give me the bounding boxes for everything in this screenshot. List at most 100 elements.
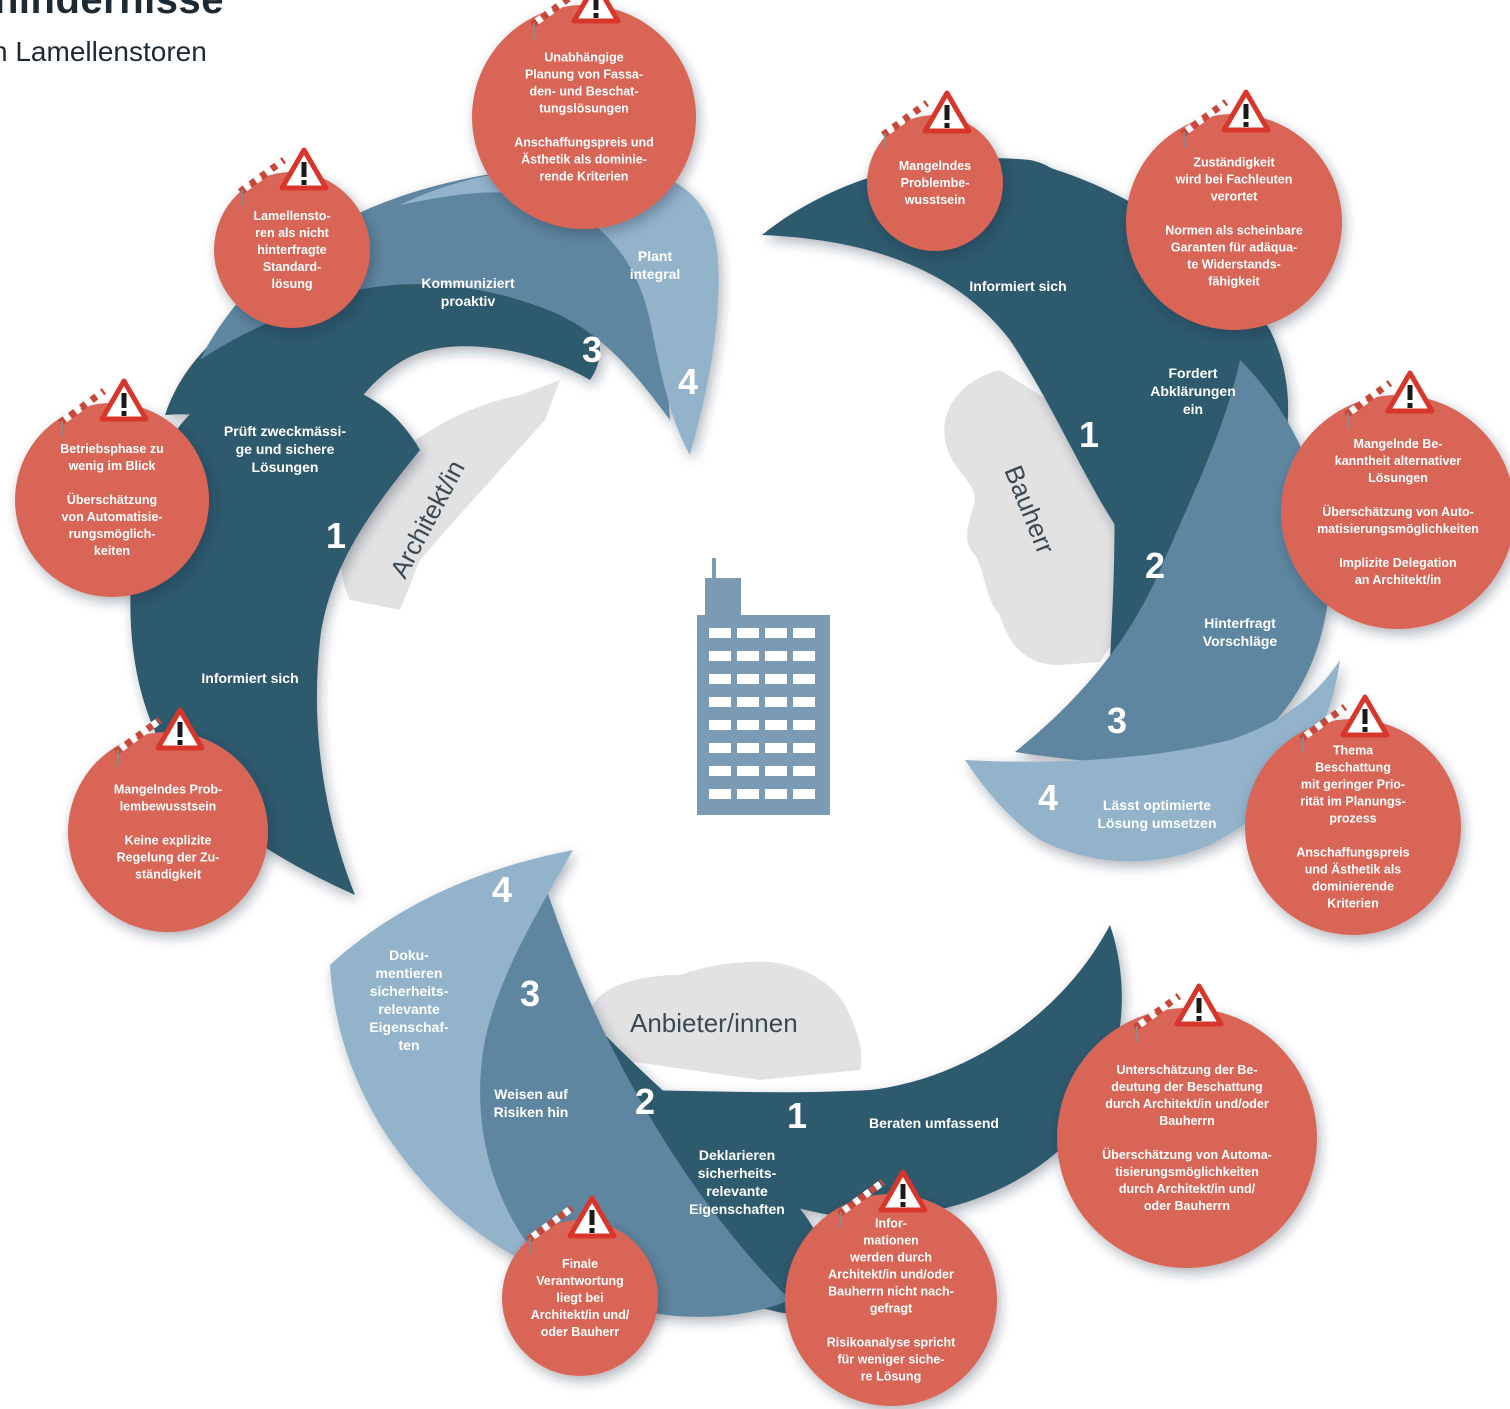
building-window [709, 766, 731, 776]
building-window [737, 628, 759, 638]
obstacle-bubble [867, 115, 1003, 251]
supplier-step-1-number: 1 [787, 1095, 807, 1136]
architect-obstacle-1: Mangelndes Prob-lembewusstsein Keine exp… [68, 707, 268, 932]
supplier-cycle [330, 850, 1122, 1320]
architect-step-1-number: 1 [326, 515, 346, 556]
client-step-2-number: 2 [1145, 545, 1165, 586]
building-window [737, 674, 759, 684]
supplier-head-silhouette [590, 961, 862, 1080]
building-window [709, 651, 731, 661]
building-window [765, 628, 787, 638]
supplier-role-label: Anbieter/innen [630, 1008, 798, 1038]
barrier-warning-icon [1132, 983, 1224, 1042]
obstacle-bubble [1281, 395, 1510, 629]
obstacle-bubble [1245, 719, 1461, 935]
supplier-step-1-segment [610, 925, 1122, 1218]
barrier-warning-icon [1298, 694, 1390, 753]
building-window [793, 651, 815, 661]
barrier-warning-icon [880, 90, 972, 149]
building-window [709, 720, 731, 730]
building-window [765, 720, 787, 730]
building-window [709, 628, 731, 638]
obstacle-bubble [15, 403, 209, 597]
building-tower-top [705, 578, 741, 618]
building-window [765, 697, 787, 707]
obstacle-bubble [502, 1220, 658, 1376]
barrier-warning-icon [57, 378, 149, 437]
client-step-4-number: 4 [1038, 777, 1058, 818]
building-window [737, 743, 759, 753]
architect-head-silhouette [341, 380, 560, 610]
supplier-step-3-number: 3 [520, 973, 540, 1014]
page-subtitle: n Lamellenstoren [0, 36, 207, 67]
obstacle-bubble [785, 1194, 997, 1406]
architect-step-4-segment [400, 166, 719, 455]
barrier-warning-icon [1179, 89, 1271, 148]
page-title: hindernisse [0, 0, 225, 22]
building-window [793, 743, 815, 753]
barrier-warning-icon [1343, 370, 1435, 429]
client-step-1-number: 1 [1079, 414, 1099, 455]
building-window [737, 720, 759, 730]
building-window [737, 789, 759, 799]
building-window [765, 651, 787, 661]
building-window [737, 651, 759, 661]
building-window [793, 628, 815, 638]
obstacle-bubble [68, 732, 268, 932]
building-icon [697, 558, 830, 815]
client-step-3-segment [1015, 360, 1330, 764]
building-window [765, 674, 787, 684]
supplier-step-4-segment [330, 850, 660, 1320]
architect-step-3-number: 3 [582, 329, 602, 370]
obstacle-bubble [1057, 1008, 1317, 1268]
architect-step-4-number: 4 [678, 361, 698, 402]
architect-step-2-number: 2 [423, 372, 443, 413]
supplier-step-2-number: 2 [635, 1081, 655, 1122]
obstacle-bubbles: Mangelndes Prob-lembewusstsein Keine exp… [15, 0, 1510, 1406]
barrier-warning-icon [836, 1169, 928, 1228]
barrier-warning-icon [529, 0, 621, 39]
supplier-obstacle-1: Unterschätzung der Be-deutung der Bescha… [1057, 983, 1317, 1268]
supplier-step-1-label: Beraten umfassend [869, 1115, 999, 1131]
barrier-warning-icon [237, 147, 329, 206]
building-window [793, 674, 815, 684]
obstacle-bubble [1126, 114, 1342, 330]
building-window [765, 789, 787, 799]
building-window [709, 674, 731, 684]
building-window [709, 697, 731, 707]
building-window [709, 743, 731, 753]
building-window [709, 789, 731, 799]
building-body [697, 615, 830, 815]
obstacle-bubble [214, 172, 370, 328]
barrier-warning-icon [525, 1195, 617, 1254]
building-window [737, 766, 759, 776]
supplier-step-4-number: 4 [492, 869, 512, 910]
obstacle-text: Unterschätzung der Be-deutung der Bescha… [1102, 1063, 1272, 1213]
